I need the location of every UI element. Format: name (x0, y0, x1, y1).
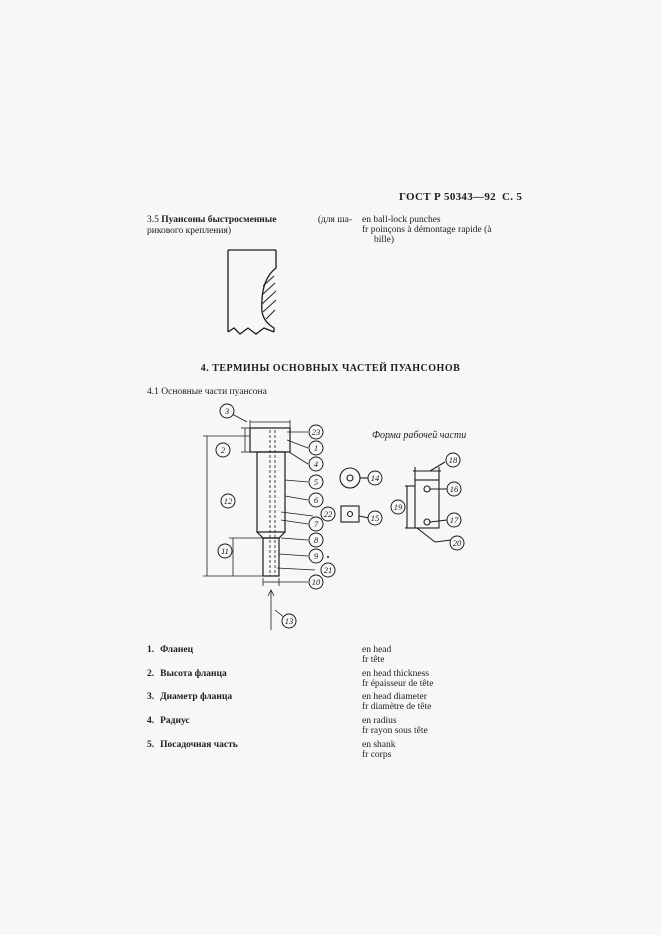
translation-en: en ball-lock punches (362, 215, 441, 225)
callout-13: 13 (281, 613, 297, 629)
page-number: С. 5 (502, 191, 523, 203)
callout-2: 2 (215, 442, 231, 458)
callout-7: 7 (308, 516, 324, 532)
page-header: ГОСТ Р 50343—92 С. 5 (399, 191, 522, 203)
term-1-translations: en head fr tête (362, 645, 392, 665)
callout-21: 21 (320, 562, 336, 578)
callout-17: 17 (446, 512, 462, 528)
callout-5: 5 (308, 474, 324, 490)
section-3-5-term: 3.5 Пуансоны быстросменные (для ша- рико… (147, 215, 352, 237)
svg-text:7: 7 (314, 519, 319, 529)
callout-12: 12 (220, 493, 236, 509)
svg-text:15: 15 (371, 513, 380, 523)
term-1: 1.Фланец (147, 645, 194, 655)
svg-text:11: 11 (221, 546, 229, 556)
section-number: 3.5 (147, 215, 159, 225)
svg-text:8: 8 (314, 535, 319, 545)
callouts: 3 2 12 11 23 1 4 5 6 22 7 8 9 21 10 13 1… (215, 403, 465, 629)
svg-text:16: 16 (450, 484, 459, 494)
term-name: Радиус (160, 716, 190, 726)
callout-4: 4 (308, 456, 324, 472)
svg-text:10: 10 (312, 577, 321, 587)
svg-text:18: 18 (449, 455, 458, 465)
callout-6: 6 (308, 492, 324, 508)
term-name: Фланец (160, 645, 194, 655)
svg-text:14: 14 (371, 473, 380, 483)
callout-18: 18 (445, 452, 461, 468)
svg-text:1: 1 (314, 443, 318, 453)
section-3-5-translations: en ball-lock punches fr poinçons à démon… (362, 215, 492, 245)
svg-text:12: 12 (224, 496, 233, 506)
svg-text:19: 19 (394, 502, 403, 512)
section-title-line2: рикового крепления) (147, 226, 231, 236)
term-3-translations: en head diameter fr diamètre de tête (362, 692, 432, 712)
svg-text:23: 23 (312, 427, 321, 437)
section-4-heading: 4. ТЕРМИНЫ ОСНОВНЫХ ЧАСТЕЙ ПУАНСОНОВ (200, 363, 461, 374)
term-name: Посадочная часть (160, 740, 238, 750)
term-4: 4.Радиус (147, 716, 190, 726)
svg-text:2: 2 (221, 445, 226, 455)
working-part-view-a (339, 467, 370, 523)
term-2: 2.Высота фланца (147, 669, 227, 679)
callout-9: 9 (308, 548, 324, 564)
callout-19: 19 (390, 499, 406, 515)
callout-10: 10 (308, 574, 324, 590)
svg-text:20: 20 (453, 538, 462, 548)
term-2-translations: en head thickness fr épaisseur de tête (362, 669, 434, 689)
callout-16: 16 (446, 481, 462, 497)
callout-8: 8 (308, 532, 324, 548)
ball-lock-punch-figure (227, 249, 277, 335)
svg-text:6: 6 (314, 495, 319, 505)
svg-text:5: 5 (314, 477, 318, 487)
callout-1: 1 (308, 440, 324, 456)
subsection-4-1: 4.1 Основные части пуансона (147, 387, 267, 397)
working-part-view-b (405, 461, 452, 543)
term-4-translations: en radius fr rayon sous tête (362, 716, 428, 736)
callout-14: 14 (367, 470, 383, 486)
callout-11: 11 (217, 543, 233, 559)
callout-23: 23 (308, 424, 324, 440)
callout-15: 15 (367, 510, 383, 526)
svg-text:13: 13 (285, 616, 294, 626)
hidden-lines (269, 430, 276, 576)
svg-text:17: 17 (450, 515, 459, 525)
section-title-rest: (для ша- (317, 215, 352, 225)
term-5-translations: en shank fr corps (362, 740, 396, 760)
svg-text:4: 4 (314, 459, 319, 469)
translation-fr: fr poinçons à démontage rapide (à (362, 225, 492, 235)
term-name: Диаметр фланца (160, 692, 233, 702)
svg-text:9: 9 (314, 551, 319, 561)
term-3: 3.Диаметр фланца (147, 692, 233, 702)
standard-code: ГОСТ Р 50343—92 (399, 191, 496, 203)
punch-parts-diagram: Форма рабочей части 3 2 12 11 23 1 4 5 6… (203, 403, 466, 630)
section-title: Пуансоны быстросменные (161, 215, 277, 225)
callout-20: 20 (449, 535, 465, 551)
svg-text:22: 22 (324, 509, 333, 519)
svg-text:3: 3 (224, 406, 229, 416)
dimension-lines (203, 413, 316, 630)
callout-22: 22 (320, 506, 336, 522)
svg-text:21: 21 (324, 565, 333, 575)
term-name: Высота фланца (160, 669, 227, 679)
translation-fr-cont: bille) (374, 235, 395, 245)
term-5: 5.Посадочная часть (147, 740, 238, 750)
callout-3: 3 (219, 403, 235, 419)
working-part-label: Форма рабочей части (372, 430, 466, 441)
